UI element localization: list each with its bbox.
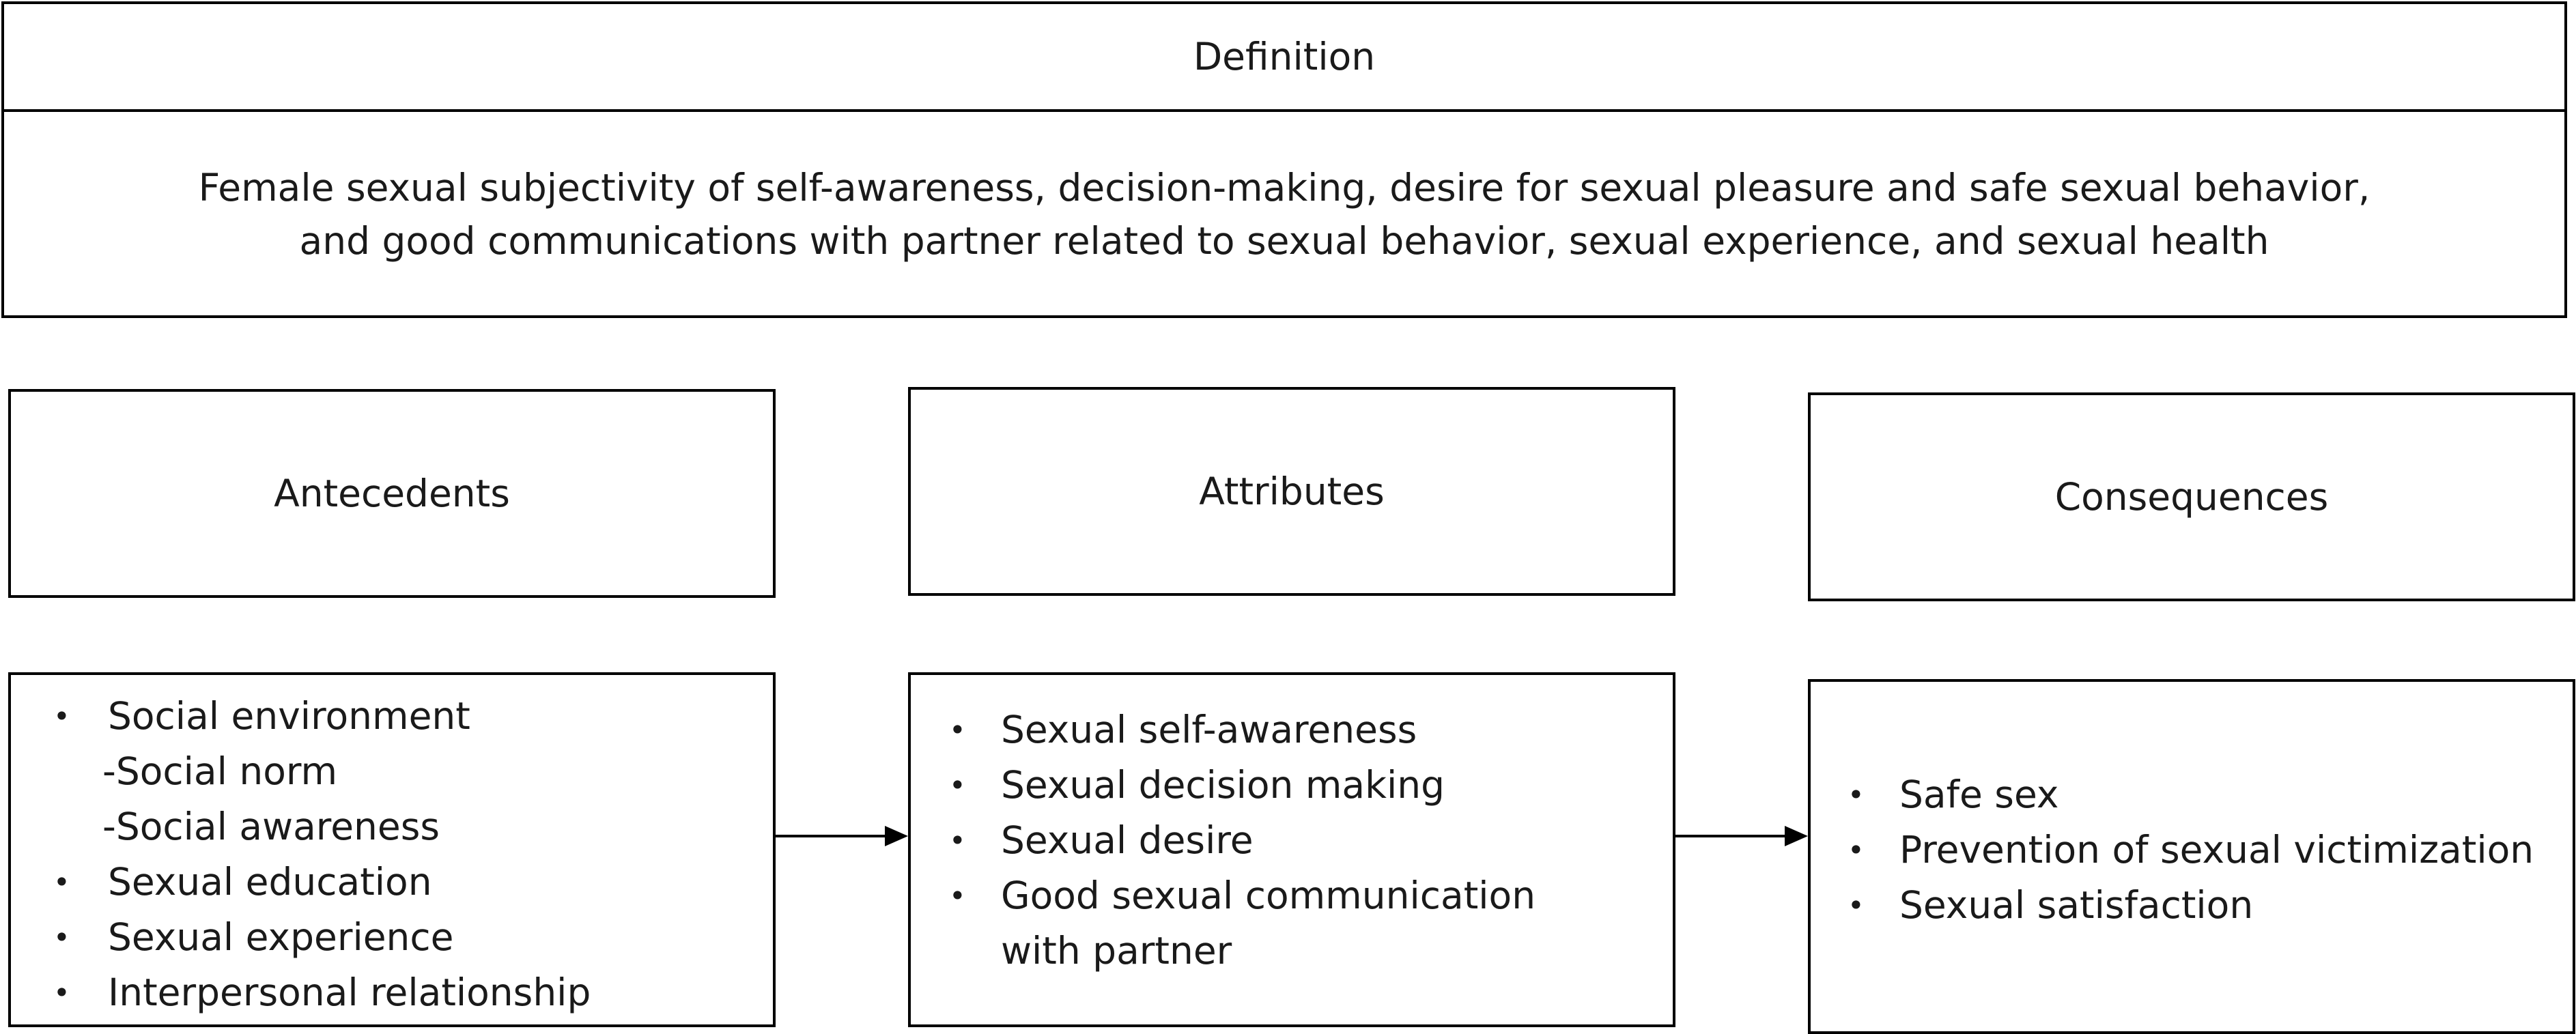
antecedent-subitem: -Social awareness <box>102 805 440 848</box>
antecedent-item: Sexual experience <box>45 910 762 965</box>
consequence-item: Prevention of sexual victimization <box>1845 822 2568 878</box>
consequence-item: Safe sex <box>1845 767 2568 822</box>
antecedent-item: Sexual education <box>45 855 762 910</box>
definition-box: Definition Female sexual subjectivity of… <box>1 1 2567 318</box>
attribute-item: Sexual desire <box>946 813 1656 868</box>
arrow-antecedents-to-attributes <box>776 826 908 846</box>
attributes-header-box: Attributes <box>908 387 1675 596</box>
antecedent-item: Social environment <box>45 689 762 744</box>
arrow-attributes-to-consequences <box>1675 826 1808 846</box>
antecedent-subitem: -Social norm <box>102 749 338 793</box>
definition-header-label: Definition <box>1193 34 1376 78</box>
attribute-item: Sexual self-awareness <box>946 702 1656 758</box>
attributes-label: Attributes <box>1199 469 1385 513</box>
attribute-item: Good sexual communication with partner <box>946 868 1602 979</box>
definition-header: Definition <box>4 4 2564 112</box>
consequences-list: Safe sex Prevention of sexual victimizat… <box>1845 767 2568 933</box>
antecedents-content-box: Social environment -Social norm -Social … <box>8 672 776 1027</box>
attribute-item: Sexual decision making <box>946 758 1656 813</box>
definition-text-line-1: Female sexual subjectivity of self-aware… <box>198 165 2370 210</box>
attributes-list: Sexual self-awareness Sexual decision ma… <box>946 702 1656 979</box>
attributes-content-box: Sexual self-awareness Sexual decision ma… <box>908 672 1675 1027</box>
consequence-item: Sexual satisfaction <box>1845 878 2568 933</box>
antecedents-label: Antecedents <box>274 471 510 515</box>
definition-body: Female sexual subjectivity of self-aware… <box>4 112 2564 317</box>
antecedents-header-box: Antecedents <box>8 389 776 598</box>
antecedent-item: Interpersonal relationship <box>45 965 762 1020</box>
consequences-label: Consequences <box>2054 474 2329 519</box>
antecedents-list: Social environment -Social norm -Social … <box>45 689 762 1020</box>
consequences-header-box: Consequences <box>1808 392 2575 601</box>
consequences-content-box: Safe sex Prevention of sexual victimizat… <box>1808 679 2575 1034</box>
definition-text-line-2: and good communications with partner rel… <box>299 219 2269 263</box>
